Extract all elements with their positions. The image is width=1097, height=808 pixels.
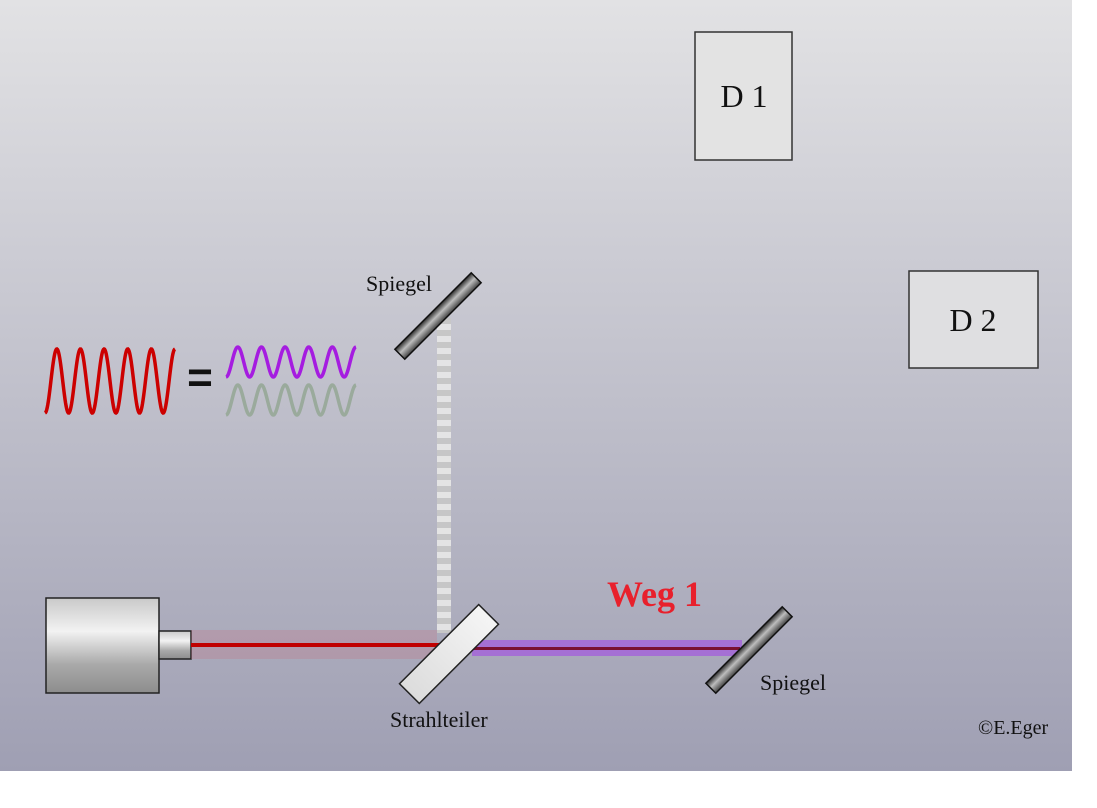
mirror-top-label: Spiegel [366, 271, 432, 296]
vertical-beam [437, 318, 451, 633]
detector-2-label: D 2 [949, 302, 996, 338]
mirror-icon [393, 271, 483, 361]
copyright: ©E.Eger [978, 717, 1049, 739]
red-wave [44, 346, 176, 416]
gray-wave [225, 383, 357, 417]
laser-source-icon [45, 597, 192, 694]
equals-sign: = [187, 353, 213, 402]
path-1-beam-core [472, 647, 740, 650]
path-1-label: Weg 1 [607, 574, 702, 614]
detector-1-label: D 1 [720, 78, 767, 114]
detector-2: D 2 [908, 270, 1039, 369]
beam-splitter-icon [398, 603, 500, 705]
beam-splitter-label: Strahlteiler [390, 707, 488, 732]
purple-wave [225, 345, 357, 379]
mirror-right-label: Spiegel [760, 670, 826, 695]
detector-1: D 1 [694, 31, 793, 161]
laser-beam [191, 643, 441, 647]
mirror-icon [704, 605, 794, 695]
